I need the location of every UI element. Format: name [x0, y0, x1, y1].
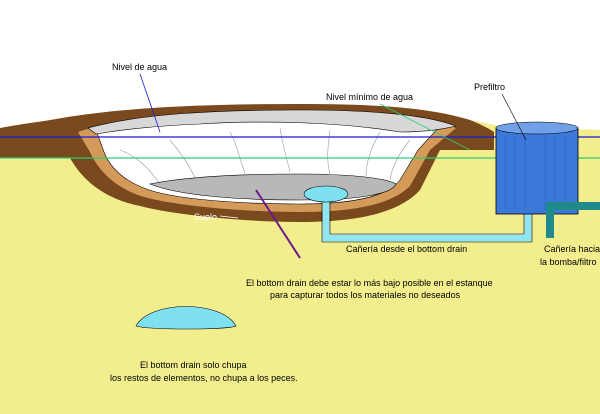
liner-rim	[87, 109, 457, 135]
soil-label: Suelo	[194, 212, 217, 222]
note-lowest-line-2: para capturar todos los materiales no de…	[270, 290, 461, 300]
pump-pipe-label-2: la bomba/filtro	[540, 257, 597, 267]
pump-pipe	[546, 202, 600, 238]
water-level-label: Nivel de agua	[112, 62, 167, 72]
bottom-drain	[303, 185, 349, 203]
water-level-pointer	[139, 73, 161, 133]
drain-pipe-label: Cañería desde el bottom drain	[346, 244, 467, 254]
note-suction-line-1: El bottom drain solo chupa	[140, 360, 247, 370]
min-water-level-label: Nivel mínimo de agua	[326, 92, 413, 102]
drain-note-pointer	[255, 189, 301, 259]
prefilter-pointer	[501, 93, 527, 141]
liner-wrinkles	[119, 127, 411, 185]
prefilter-tank	[495, 127, 579, 215]
soil-pointer	[219, 215, 239, 219]
min-level-pointer	[379, 103, 471, 151]
prefilter-pattern	[504, 136, 566, 210]
drain-illustration	[135, 306, 237, 330]
prefilter-top	[495, 121, 579, 135]
pump-pipe-label-1: Cañería hacia	[544, 244, 600, 254]
note-suction-line-2: los restos de elementos, no chupa a los …	[110, 373, 298, 383]
note-lowest-line-1: El bottom drain debe estar lo más bajo p…	[246, 278, 493, 288]
prefilter-label: Prefiltro	[474, 82, 505, 92]
